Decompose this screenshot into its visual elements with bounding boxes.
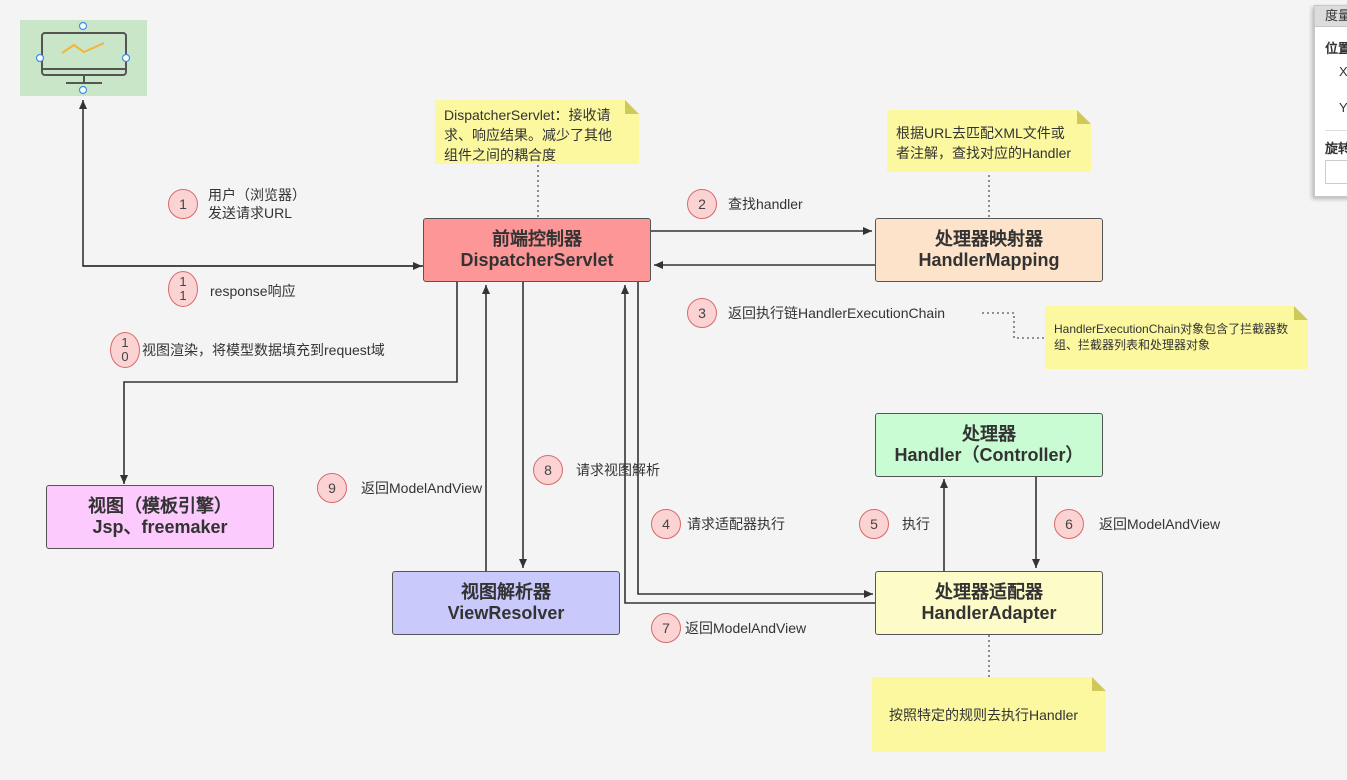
dispatcher-note-line1: DispatcherServlet：接收请 — [444, 107, 611, 123]
view-title: 视图（模板引擎） — [88, 496, 232, 516]
dispatcher-servlet-node[interactable]: 前端控制器 DispatcherServlet — [423, 218, 651, 282]
handler-adapter-name: HandlerAdapter — [921, 603, 1057, 623]
step-10-badge: 1 0 — [110, 332, 140, 368]
step-11-label: response响应 — [210, 283, 296, 299]
x-label: X — [1339, 64, 1347, 79]
view-resolver-node[interactable]: 视图解析器 ViewResolver — [392, 571, 620, 635]
step-11-digit-2: 1 — [179, 288, 187, 303]
step-10-digit-1: 1 — [121, 335, 129, 350]
chain-note-line1: HandlerExecutionChain对象包含了拦截器数 — [1054, 322, 1289, 336]
mapping-note-line1: 根据URL去匹配XML文件或 — [896, 125, 1065, 141]
mapping-note[interactable]: 根据URL去匹配XML文件或 者注解，查找对应的Handler — [887, 110, 1091, 172]
view-resolver-title: 视图解析器 — [461, 582, 551, 602]
step-8-label: 请求视图解析 — [576, 462, 660, 478]
handler-title: 处理器 — [962, 424, 1016, 444]
step-11-digit-1: 1 — [179, 274, 187, 289]
handler-mapping-node[interactable]: 处理器映射器 HandlerMapping — [875, 218, 1103, 282]
note-fold-icon — [1077, 110, 1091, 124]
selection-handles[interactable] — [35, 21, 131, 95]
handler-adapter-node[interactable]: 处理器适配器 HandlerAdapter — [875, 571, 1103, 635]
adapter-note[interactable]: 按照特定的规则去执行Handler — [872, 677, 1106, 752]
position-label: 位置 — [1325, 41, 1347, 56]
rotate-label: 旋转 — [1325, 141, 1347, 156]
step-7-badge: 7 — [651, 613, 681, 643]
adapter-note-line1: 按照特定的规则去执行Handler — [889, 707, 1079, 723]
chain-note[interactable]: HandlerExecutionChain对象包含了拦截器数 组、拦截器列表和处… — [1045, 306, 1308, 369]
step-11-badge: 1 1 — [168, 271, 198, 307]
step-3-label: 返回执行链HandlerExecutionChain — [728, 305, 946, 321]
step-10-digit-2: 0 — [121, 349, 129, 364]
measure-panel[interactable]: 度量 位置 X Y 旋转 — [1314, 5, 1347, 197]
view-name: Jsp、freemaker — [92, 517, 228, 537]
step-1-label-line1: 用户（浏览器） — [208, 187, 306, 203]
step-4-label: 请求适配器执行 — [687, 516, 785, 532]
arrow-return-mav-7 — [621, 285, 875, 604]
note-fold-icon — [625, 100, 639, 114]
dotted-chain-note — [982, 312, 1045, 339]
handler-mapping-name: HandlerMapping — [918, 250, 1060, 270]
step-5-badge: 5 — [859, 509, 889, 539]
step-5-label: 执行 — [902, 516, 930, 532]
step-8-badge: 8 — [533, 455, 563, 485]
note-fold-icon — [1092, 677, 1106, 691]
dispatcher-servlet-title: 前端控制器 — [492, 229, 582, 249]
mapping-note-line2: 者注解，查找对应的Handler — [896, 145, 1072, 161]
handler-name: Handler（Controller） — [894, 445, 1084, 465]
handler-adapter-title: 处理器适配器 — [935, 582, 1043, 602]
step-4-badge: 4 — [651, 509, 681, 539]
arrow-response — [79, 100, 424, 267]
dispatcher-note[interactable]: DispatcherServlet：接收请 求、响应结果。减少了其他 组件之间的… — [435, 100, 639, 164]
step-7-label: 返回ModelAndView — [685, 620, 807, 636]
view-resolver-name: ViewResolver — [447, 603, 565, 623]
step-6-label: 返回ModelAndView — [1099, 516, 1221, 532]
step-1-badge: 1 — [168, 189, 198, 219]
step-9-label: 返回ModelAndView — [361, 480, 483, 496]
handler-node[interactable]: 处理器 Handler（Controller） — [875, 413, 1103, 477]
step-3-badge: 3 — [687, 298, 717, 328]
handler-mapping-title: 处理器映射器 — [935, 229, 1043, 249]
arrow-render-view — [120, 282, 458, 484]
note-fold-icon — [1294, 306, 1308, 320]
step-1-label-line2: 发送请求URL — [208, 205, 293, 221]
rotate-input[interactable] — [1325, 160, 1347, 184]
chain-note-line2: 组、拦截器列表和处理器对象 — [1054, 338, 1211, 352]
y-label: Y — [1339, 100, 1347, 115]
arrow-request-adapter — [637, 282, 873, 598]
panel-divider — [1325, 130, 1347, 131]
step-10-label: 视图渲染，将模型数据填充到request域 — [142, 342, 385, 358]
measure-panel-title: 度量 — [1315, 6, 1347, 27]
dispatcher-note-line2: 求、响应结果。减少了其他 — [444, 127, 612, 143]
step-2-badge: 2 — [687, 189, 717, 219]
step-2-label: 查找handler — [728, 196, 803, 212]
dispatcher-servlet-name: DispatcherServlet — [460, 250, 614, 270]
step-6-badge: 6 — [1054, 509, 1084, 539]
step-9-badge: 9 — [317, 473, 347, 503]
view-node[interactable]: 视图（模板引擎） Jsp、freemaker — [46, 485, 274, 549]
dispatcher-note-line3: 组件之间的耦合度 — [444, 147, 556, 163]
